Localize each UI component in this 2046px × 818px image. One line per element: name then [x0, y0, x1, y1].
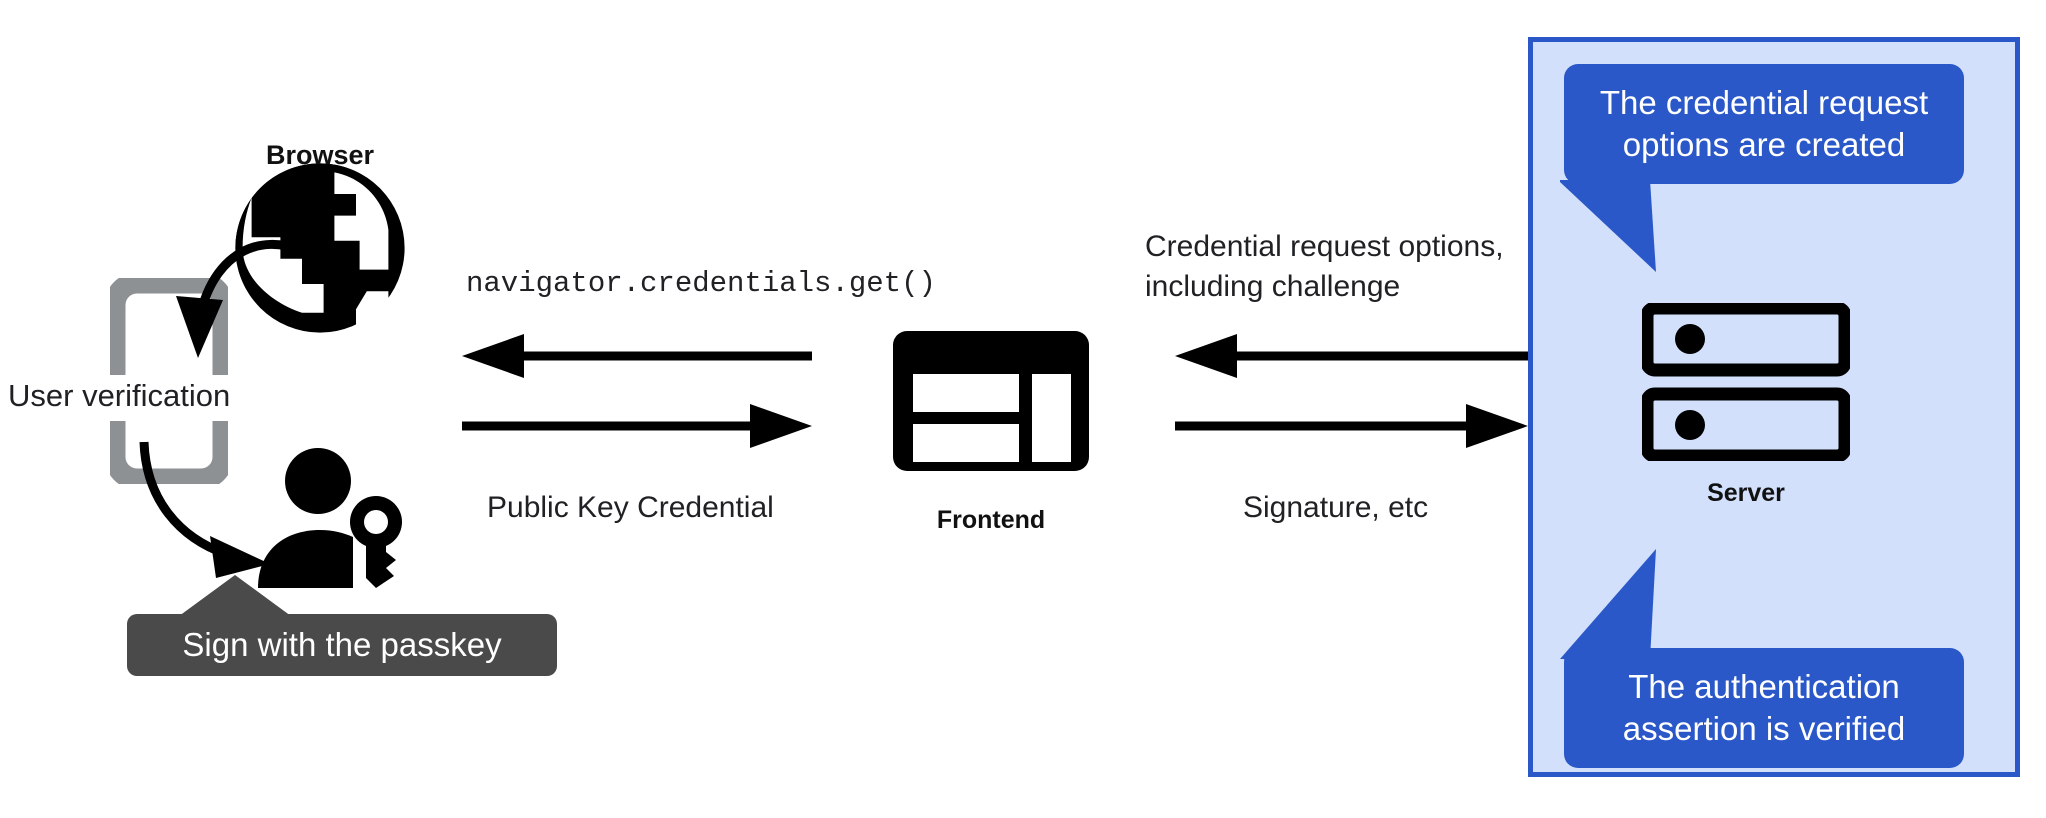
passkey-tooltip-tail [175, 575, 295, 619]
globe-icon [235, 163, 405, 333]
browser-label: Browser [265, 140, 375, 170]
arrow-device-to-user [139, 441, 270, 578]
arrow-label-credential-request-options: Credential request options, including ch… [1145, 230, 1504, 303]
server-callout-top: The credential request options are creat… [1564, 64, 1964, 184]
passkey-tooltip: Sign with the passkey [127, 614, 557, 676]
frontend-label: Frontend [936, 506, 1046, 534]
arrow-label-public-key-credential: Public Key Credential [487, 491, 774, 524]
arrow-frontend-to-browser-top [462, 334, 812, 378]
user-verification-label: User verification [8, 378, 231, 413]
person-with-key-icon [258, 448, 402, 588]
arrow-frontend-to-server-bottom [1175, 404, 1528, 448]
arrow-browser-to-device [176, 239, 302, 358]
server-rack-icon [1642, 303, 1850, 461]
web-layout-icon [893, 331, 1089, 471]
callout-top-tail [1560, 180, 1656, 272]
arrow-label-navigator-credentials-get: navigator.credentials.get() [466, 267, 936, 300]
arrow-server-to-frontend-top [1175, 334, 1528, 378]
arrow-browser-to-frontend-bottom [462, 404, 812, 448]
arrow-label-signature-etc: Signature, etc [1243, 491, 1429, 524]
server-callout-top-text: The credential request options are creat… [1599, 84, 1929, 163]
user-verification-text-backdrop [0, 375, 230, 421]
server-label: Server [1707, 479, 1785, 507]
passkey-tooltip-text: Sign with the passkey [182, 626, 502, 663]
server-callout-bottom: The authentication assertion is verified [1564, 648, 1964, 768]
server-callout-bottom-text: The authentication assertion is verified [1622, 668, 1906, 747]
callout-bottom-tail [1560, 549, 1656, 659]
